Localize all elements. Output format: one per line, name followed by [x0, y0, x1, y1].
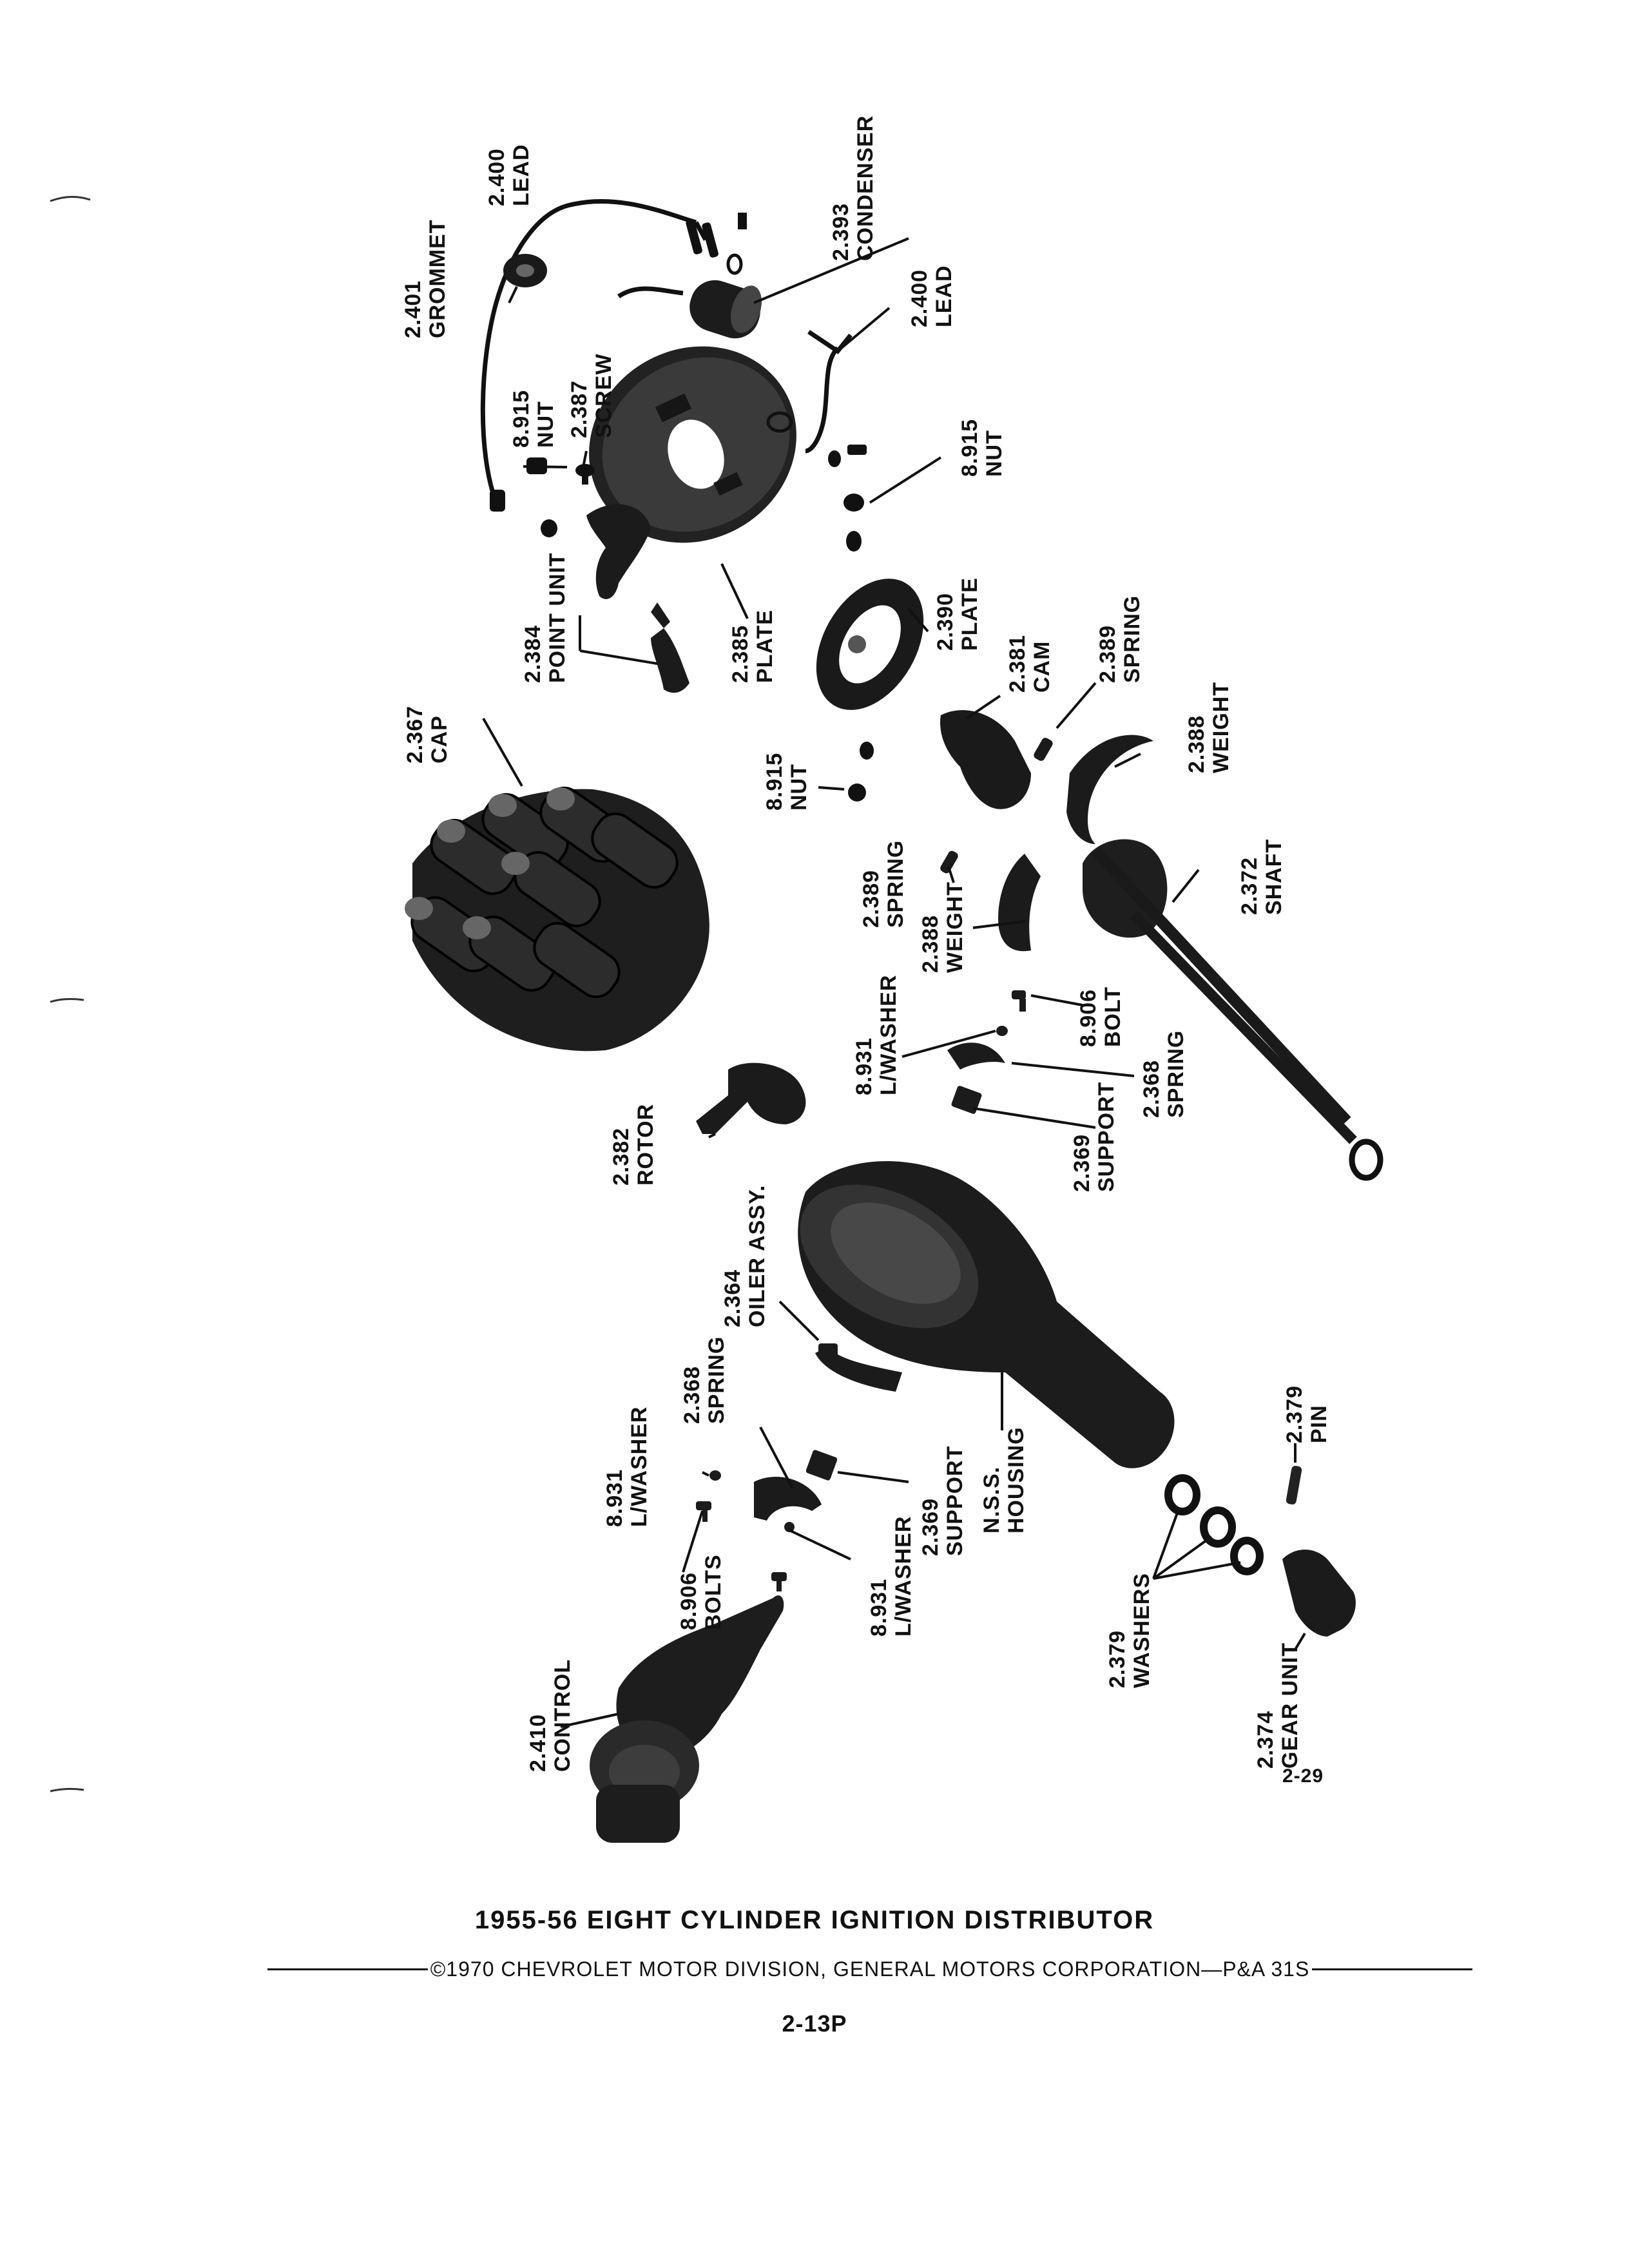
lead-wire-right	[805, 330, 853, 454]
pin-part	[1286, 1466, 1302, 1504]
lead-wire-top	[480, 198, 708, 504]
cam-part	[940, 710, 1053, 809]
copyright-line: ©1970 CHEVROLET MOTOR DIVISION, GENERAL …	[267, 1957, 1472, 1981]
condenser-part	[617, 213, 762, 339]
vacuum-control-part	[590, 1595, 784, 1843]
lead-terminals-top	[490, 219, 718, 512]
small-hardware-upper	[828, 445, 867, 552]
page-code: 2-13P	[782, 2010, 847, 2037]
screw-nut-upper	[526, 457, 595, 537]
breaker-plate-part	[589, 346, 796, 543]
scan-margin-marks	[50, 195, 91, 1792]
leader-lines	[482, 237, 1306, 1728]
rotor-part	[696, 1062, 806, 1134]
point-unit-part	[586, 504, 689, 693]
bolt-washer-spring-support	[947, 990, 1026, 1114]
shaft-part	[1083, 839, 1383, 1181]
weight-upper-part	[1066, 735, 1153, 844]
page-title: 1955-56 EIGHT CYLINDER IGNITION DISTRIBU…	[474, 1906, 1155, 1934]
rule-right	[1312, 1968, 1472, 1970]
cam-plate-part	[816, 579, 924, 802]
spring-weight-lower	[940, 850, 1041, 952]
rule-left	[267, 1968, 428, 1970]
callout-housing: N.S.S.HOUSING	[979, 1427, 1028, 1533]
washers-part	[1164, 1474, 1264, 1575]
lower-spring-support-washers	[696, 1450, 838, 1591]
figure-number: 2-29	[1282, 1765, 1324, 1787]
copyright-text: ©1970 CHEVROLET MOTOR DIVISION, GENERAL …	[430, 1957, 1310, 1981]
distributor-cap-part	[405, 786, 709, 1052]
grommet-part	[503, 254, 547, 287]
housing-part	[798, 1161, 1175, 1468]
gear-unit-part	[1282, 1550, 1356, 1637]
